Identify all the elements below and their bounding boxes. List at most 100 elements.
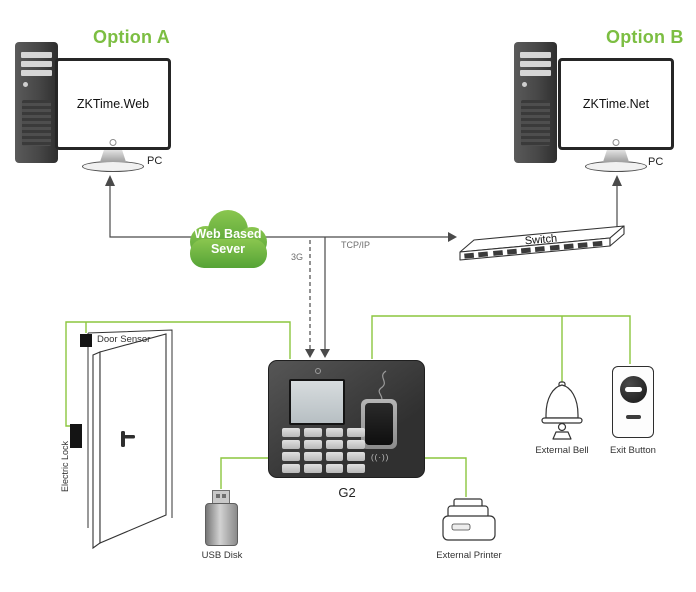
cloud-shape: [190, 210, 267, 268]
monitor-power-icon: [612, 139, 620, 146]
door-frame: [87, 329, 173, 518]
cloud-label-line2: Sever: [210, 241, 246, 256]
peripheral-wires: [65, 315, 631, 497]
option-a-title: Option A: [93, 27, 170, 47]
door: [70, 329, 173, 550]
door-sensor-label: Door Sensor: [97, 334, 151, 345]
cloud-label-line1: Web Based: [194, 226, 262, 241]
monitor-base: [82, 161, 144, 172]
option-b-title: Option B: [606, 27, 684, 47]
exit-slot-icon: [624, 387, 642, 392]
bell-dome: [545, 384, 579, 419]
keypad-key: [282, 428, 300, 437]
external-printer-label: External Printer: [436, 550, 502, 561]
cloud-label: Web Based Sever: [180, 206, 276, 272]
g2-screen: [289, 379, 345, 425]
monitor-power-icon: [109, 139, 117, 146]
arrowhead-icon: [448, 232, 457, 242]
drive-bay: [21, 61, 52, 67]
monitor-screen: ZKTime.Web: [55, 58, 171, 150]
bell-base: [552, 431, 572, 440]
switch-side-face: [609, 225, 625, 247]
keypad-key: [282, 464, 300, 473]
drive-bay: [21, 52, 52, 58]
switch-ports: [464, 240, 603, 259]
exit-button-icon: [619, 376, 647, 403]
3g-label: 3G: [291, 252, 304, 262]
printer-output-slot: [451, 523, 471, 531]
pc-label-a: PC: [147, 155, 163, 167]
usb-pin-hole: [222, 494, 226, 498]
arrowhead-icon: [612, 175, 622, 186]
door-edge: [92, 351, 101, 550]
tcpip-label: TCP/IP: [341, 240, 371, 250]
printer-wire: [425, 457, 467, 497]
drive-bay: [520, 70, 551, 76]
usb-body: [205, 503, 238, 546]
pc-tower-a: [15, 42, 58, 163]
keypad-key: [303, 464, 322, 473]
monitor-base: [585, 161, 647, 172]
external-bell: [541, 381, 583, 440]
keypad-key: [347, 440, 365, 449]
keypad-key: [325, 464, 344, 473]
keypad-key: [325, 452, 344, 461]
keypad-key: [303, 440, 322, 449]
lan-lines: [109, 180, 618, 350]
monitor-stand: [603, 150, 629, 162]
lock-wire: [65, 321, 291, 427]
bell-lip: [541, 417, 583, 424]
monitor-screen: ZKTime.Net: [558, 58, 674, 150]
usb-disk: [205, 490, 238, 546]
door-handle-icon: [121, 431, 135, 447]
mic-icon: [315, 368, 321, 374]
exit-button-mark: [625, 415, 641, 419]
web-server-cloud: Web Based Sever: [180, 206, 276, 272]
exit-button-label: Exit Button: [610, 445, 656, 456]
monitor-b: ZKTime.Net: [558, 58, 674, 172]
external-bell-label: External Bell: [535, 445, 589, 456]
exit-button-device: [612, 366, 654, 438]
drive-bay: [21, 70, 52, 76]
external-printer: [442, 498, 496, 541]
usb-pin-hole: [216, 494, 220, 498]
power-button-icon: [23, 82, 28, 87]
keypad-key: [347, 452, 365, 461]
door-sensor-block: [80, 334, 92, 347]
keypad-key: [303, 428, 322, 437]
keypad-key: [282, 452, 300, 461]
fingerprint-scanner: [361, 399, 397, 449]
arrowhead-icon: [320, 349, 330, 358]
g2-terminal: ((·)): [268, 360, 425, 478]
keypad-key: [347, 428, 365, 437]
screen-label-b: ZKTime.Net: [582, 97, 650, 111]
arrowhead-icon: [105, 175, 115, 186]
wave-pattern: [378, 370, 387, 404]
g2-label: G2: [338, 485, 356, 500]
drive-bay: [520, 61, 551, 67]
antenna-icon: ((·)): [371, 453, 390, 462]
bell-clapper: [557, 422, 567, 432]
pc-tower-b: [514, 42, 557, 163]
fingerprint-scanner-window: [365, 403, 393, 445]
power-button-icon: [522, 82, 527, 87]
pc-a-to-switch-line: [109, 180, 450, 238]
tower-grille: [521, 100, 550, 146]
monitor-stand: [100, 150, 126, 162]
screen-label-a: ZKTime.Web: [76, 97, 150, 111]
tower-grille: [22, 100, 51, 146]
keypad-key: [303, 452, 322, 461]
keypad-key: [325, 440, 344, 449]
g2-keypad: [282, 428, 365, 473]
electric-lock-label: Electric Lock: [60, 440, 70, 492]
exit-button-wire: [371, 315, 631, 364]
arrowheads: [105, 175, 622, 358]
usb-disk-label: USB Disk: [201, 550, 243, 561]
network-switch: [459, 225, 625, 261]
pc-label-b: PC: [648, 156, 664, 168]
arrowhead-icon: [305, 349, 315, 358]
usb-connector: [212, 490, 230, 503]
keypad-key: [325, 428, 344, 437]
electric-lock-block: [70, 424, 82, 448]
